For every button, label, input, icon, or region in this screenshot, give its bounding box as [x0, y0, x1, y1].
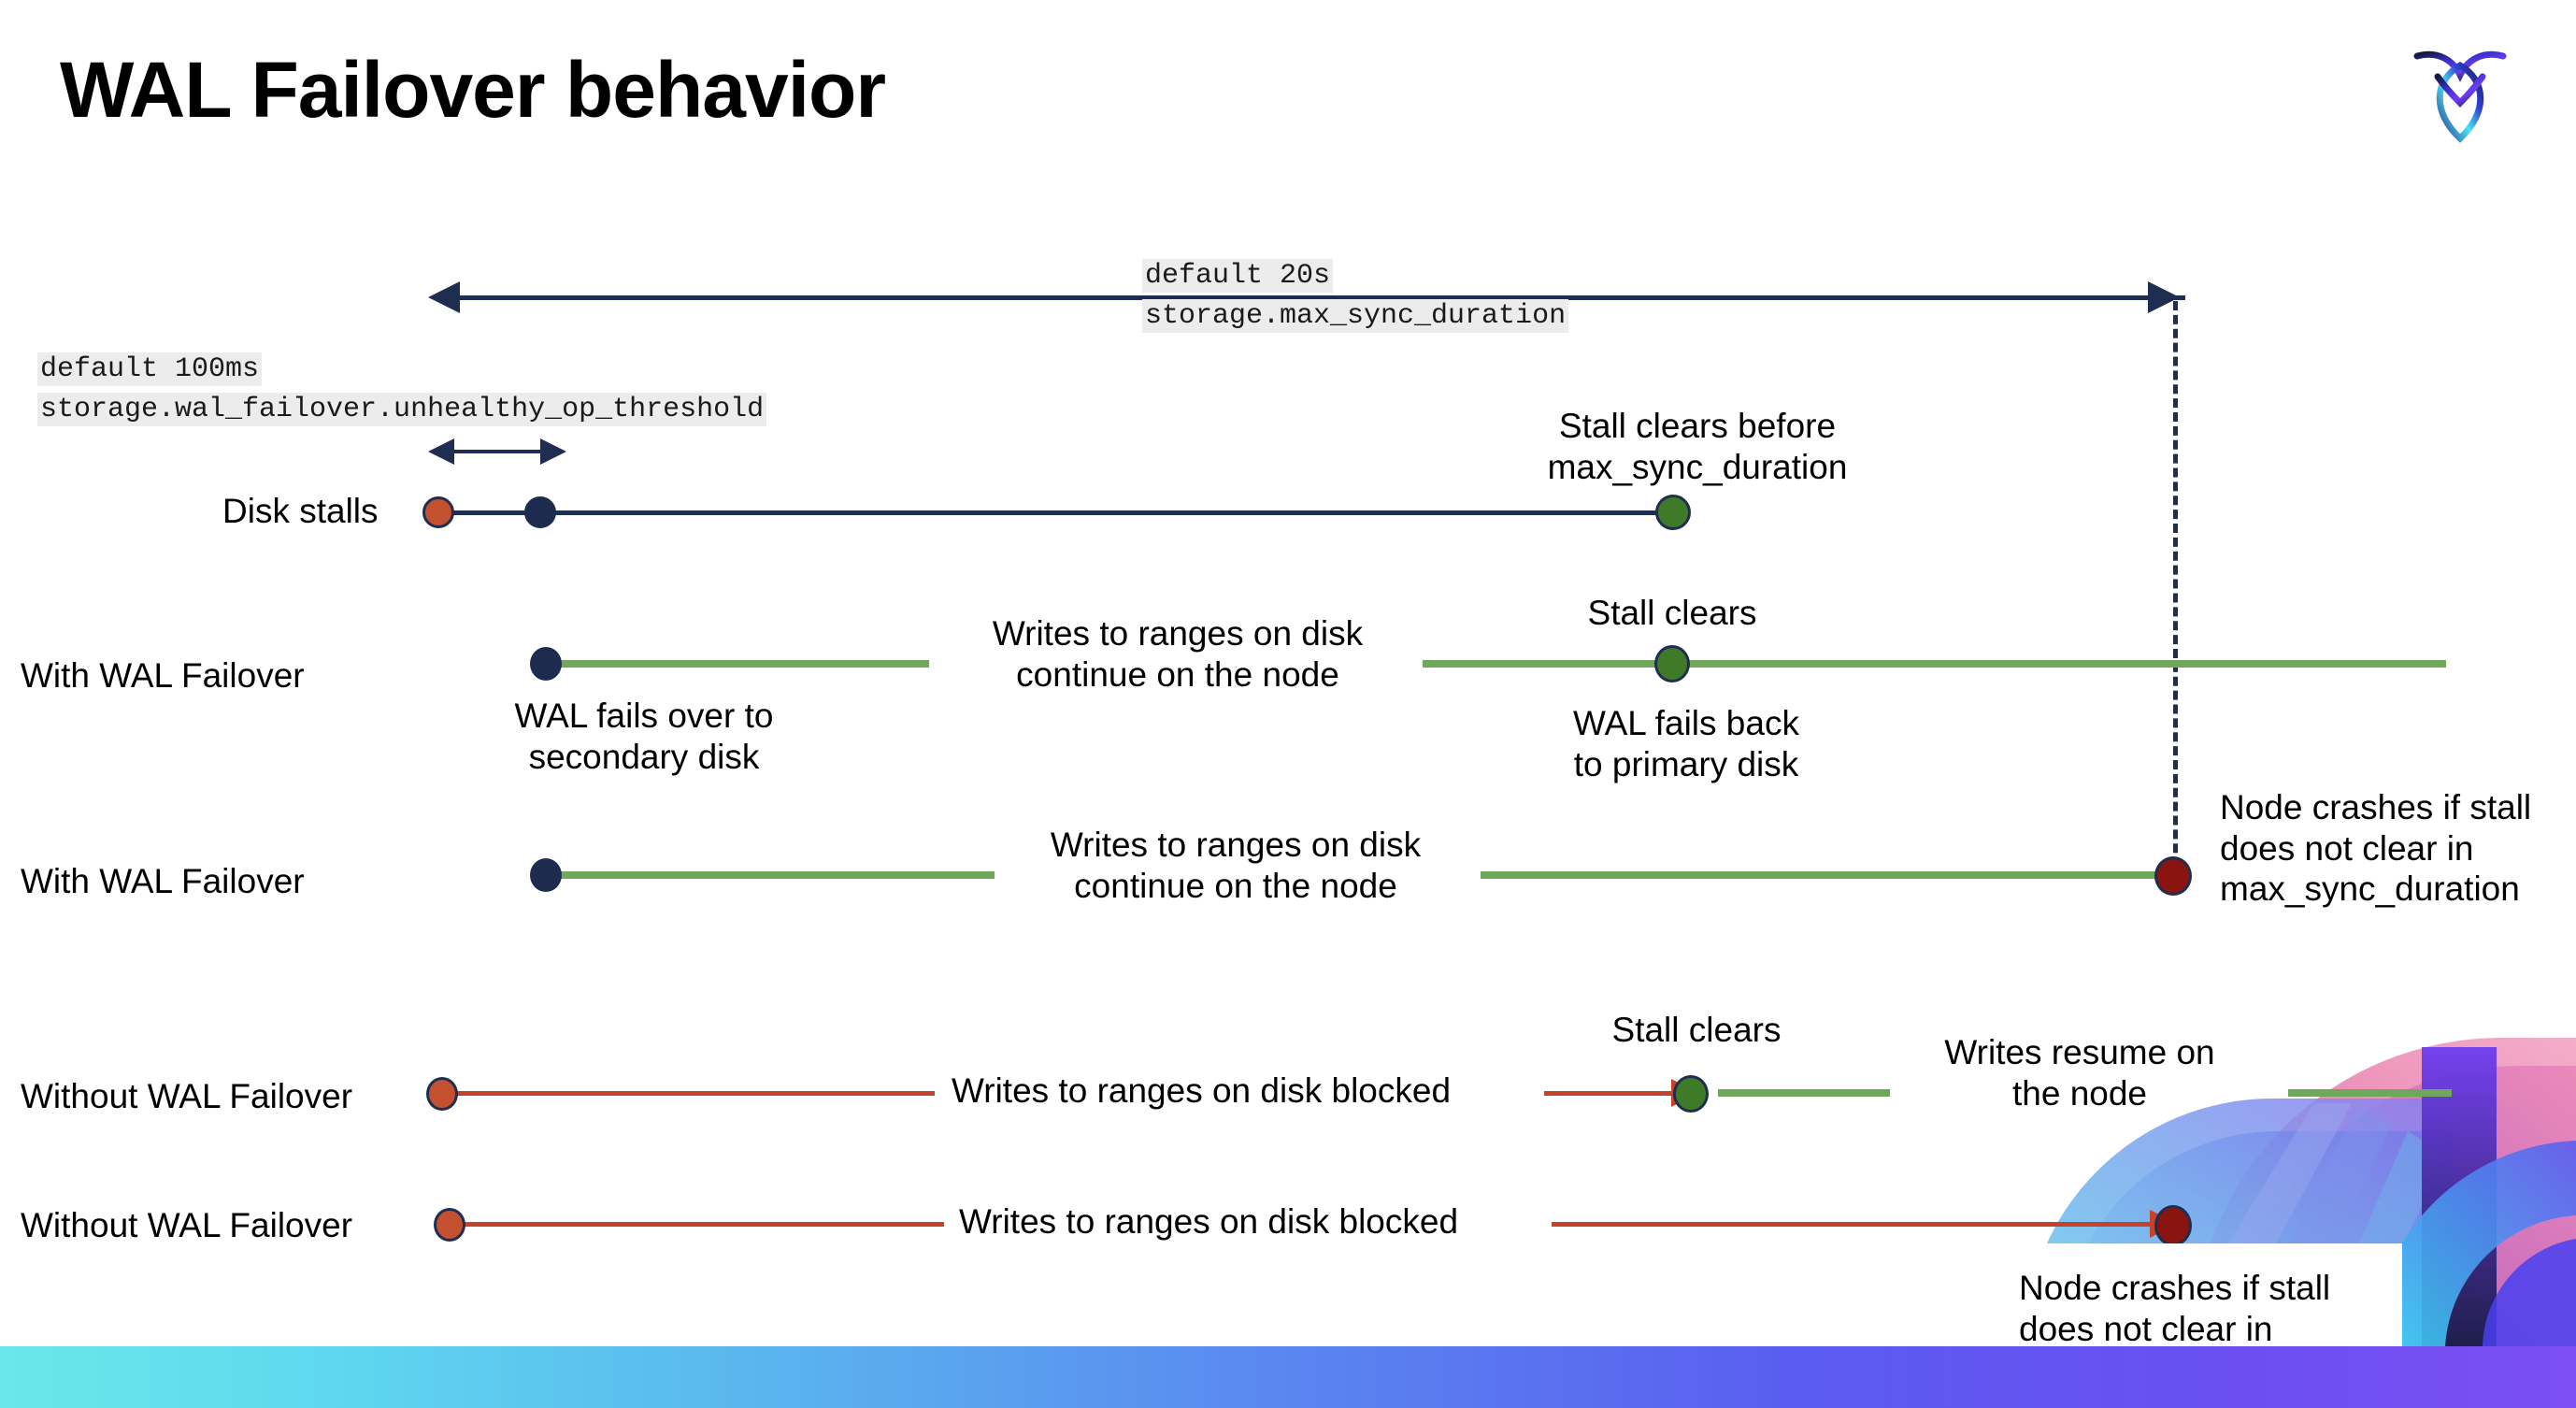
unhealthy-setting-text: storage.wal_failover.unhealthy_op_thresh… — [37, 392, 767, 426]
max-sync-duration-annotation: default 20s storage.max_sync_duration — [1142, 256, 1569, 336]
with-wal-failover-2-timeline-seg1 — [544, 871, 995, 879]
cockroachdb-logo-icon — [2413, 50, 2507, 143]
without-wal-failover-1-clear-dot — [1673, 1075, 1709, 1113]
with-wal-failover-1-failover-dot — [530, 647, 562, 681]
max-sync-left-arrowhead — [428, 281, 460, 313]
disk-stalls-threshold-dot — [524, 496, 556, 528]
unhealthy-threshold-right-arrowhead — [540, 438, 566, 465]
with-wal-failover-1-clear-dot — [1654, 645, 1690, 682]
unhealthy-default-text: default 100ms — [37, 352, 263, 386]
with-wal-failover-2-timeline-seg2 — [1481, 871, 2176, 879]
without-wal-failover-1-start-dot — [426, 1077, 458, 1111]
note-wal-fails-back-to-primary: WAL fails back to primary disk — [1573, 704, 1799, 783]
without-wal-failover-1-resume-seg1 — [1718, 1089, 1890, 1097]
bottom-gradient-bar — [0, 1346, 2576, 1408]
row-label-disk-stalls: Disk stalls — [222, 492, 379, 530]
max-sync-default-text: default 20s — [1142, 259, 1334, 293]
without-wal-failover-2-blocked-seg1 — [454, 1222, 954, 1227]
note-stall-clears-1: Stall clears — [1587, 594, 1757, 632]
note-writes-resume-on-node: Writes resume on the node — [1944, 1033, 2215, 1113]
max-sync-duration-span-line — [439, 295, 2185, 300]
unhealthy-threshold-span-line — [447, 450, 550, 453]
without-wal-failover-2-start-dot — [434, 1208, 465, 1242]
without-wal-failover-1-blocked-seg1 — [447, 1091, 935, 1096]
note-node-crashes-1: Node crashes if stall does not clear in … — [2220, 788, 2532, 909]
row-label-with-wal-failover-2: With WAL Failover — [21, 862, 305, 900]
with-wal-failover-2-failover-dot — [530, 858, 562, 892]
note-stall-clears-2: Stall clears — [1611, 1011, 1782, 1049]
note-writes-blocked-1: Writes to ranges on disk blocked — [937, 1071, 1467, 1111]
max-sync-setting-text: storage.max_sync_duration — [1142, 298, 1569, 333]
note-stall-clears-before-max-sync: Stall clears before max_sync_duration — [1547, 407, 1848, 486]
page-title: WAL Failover behavior — [60, 46, 886, 134]
unhealthy-threshold-annotation: default 100ms storage.wal_failover.unhea… — [37, 350, 767, 429]
without-wal-failover-2-crash-dot — [2154, 1205, 2192, 1246]
unhealthy-threshold-left-arrowhead — [428, 438, 454, 465]
note-writes-blocked-2: Writes to ranges on disk blocked — [944, 1202, 1474, 1242]
note-writes-continue-2: Writes to ranges on disk continue on the… — [1050, 826, 1422, 905]
row-label-without-wal-failover-1: Without WAL Failover — [21, 1077, 353, 1115]
with-wal-failover-2-crash-dot — [2154, 856, 2192, 896]
with-wal-failover-1-timeline-seg1 — [544, 660, 929, 668]
row-label-with-wal-failover-1: With WAL Failover — [21, 656, 305, 695]
row-label-without-wal-failover-2: Without WAL Failover — [21, 1206, 353, 1244]
max-sync-dashed-guide — [2173, 301, 2178, 881]
without-wal-failover-1-resume-seg2 — [2288, 1089, 2452, 1097]
with-wal-failover-1-timeline-seg2 — [1423, 660, 2446, 668]
disk-stalls-clear-dot — [1655, 495, 1691, 530]
disk-stalls-timeline — [439, 510, 1678, 515]
without-wal-failover-1-blocked-seg2 — [1544, 1091, 1675, 1096]
note-wal-fails-over-to-secondary: WAL fails over to secondary disk — [514, 697, 774, 776]
without-wal-failover-2-blocked-seg2 — [1552, 1222, 2166, 1227]
disk-stalls-start-dot — [422, 496, 454, 528]
note-writes-continue-1: Writes to ranges on disk continue on the… — [992, 614, 1364, 694]
